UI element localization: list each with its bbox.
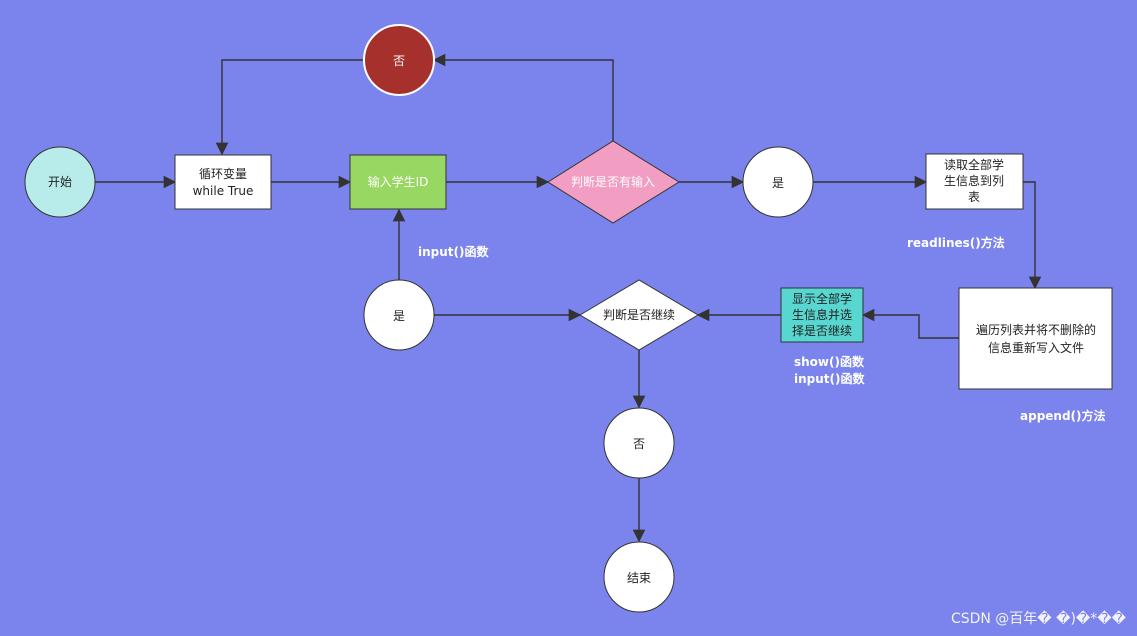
start-circle xyxy=(24,146,96,218)
traverse-node[interactable]: 遍历列表并将不删除的 信息重新写入文件 xyxy=(958,287,1113,390)
input-label: 输入学生ID xyxy=(368,174,429,189)
judge-input-node[interactable]: 判断是否有输入 xyxy=(547,140,680,224)
judge-continue-node[interactable]: 判断是否继续 xyxy=(579,279,699,351)
judge-input-diamond xyxy=(547,140,680,224)
loop-node[interactable]: 循环变量 while True xyxy=(174,154,272,210)
loop-box xyxy=(174,154,272,210)
traverse-label-2: 信息重新写入文件 xyxy=(988,340,1084,355)
note-input-func-2: input()函数 xyxy=(794,371,865,386)
show-label-2: 生信息并选 xyxy=(792,307,852,322)
loop-label-2: while True xyxy=(193,184,254,198)
edge-no-to-loop xyxy=(215,59,363,156)
show-node[interactable]: 显示全部学 生信息并选 择是否继续 xyxy=(780,287,864,343)
yes-right-node[interactable]: 是 xyxy=(742,146,814,218)
traverse-box xyxy=(958,287,1113,390)
edge-judge-to-no xyxy=(432,53,614,141)
edge-read-to-traverse xyxy=(1023,181,1042,290)
note-input-func: input()函数 xyxy=(418,244,489,259)
end-label: 结束 xyxy=(627,571,651,585)
input-node[interactable]: 输入学生ID xyxy=(349,154,447,210)
read-box xyxy=(925,153,1024,210)
judge-continue-label: 判断是否继续 xyxy=(603,307,675,322)
start-label: 开始 xyxy=(48,175,72,189)
no-top-node[interactable]: 否 xyxy=(363,24,435,96)
traverse-label-1: 遍历列表并将不删除的 xyxy=(976,322,1096,337)
no-bottom-circle xyxy=(603,407,675,479)
no-bottom-label: 否 xyxy=(633,437,645,451)
no-bottom-node[interactable]: 否 xyxy=(603,407,675,479)
no-top-circle xyxy=(363,24,435,96)
yes-left-node[interactable]: 是 xyxy=(363,279,435,351)
yes-left-label: 是 xyxy=(393,309,405,323)
no-top-label: 否 xyxy=(393,54,405,68)
read-label-2: 生信息到列 xyxy=(944,173,1004,188)
yes-right-circle xyxy=(742,146,814,218)
watermark: CSDN @百年� �)�*�� xyxy=(951,610,1127,627)
end-node[interactable]: 结束 xyxy=(603,541,675,613)
start-node[interactable]: 开始 xyxy=(24,146,96,218)
edge-traverse-to-show xyxy=(861,308,959,339)
loop-label-1: 循环变量 xyxy=(199,166,247,181)
yes-left-circle xyxy=(363,279,435,351)
read-node[interactable]: 读取全部学 生信息到列 表 xyxy=(925,153,1024,210)
input-box xyxy=(349,154,447,210)
yes-right-label: 是 xyxy=(772,176,784,190)
note-show-func: show()函数 xyxy=(794,354,865,369)
judge-input-label: 判断是否有输入 xyxy=(571,174,655,189)
note-readlines: readlines()方法 xyxy=(907,235,1005,250)
end-circle xyxy=(603,541,675,613)
show-label-1: 显示全部学 xyxy=(792,291,852,306)
edges xyxy=(95,53,1042,543)
read-label-3: 表 xyxy=(968,190,980,204)
show-label-3: 择是否继续 xyxy=(792,324,852,338)
show-box xyxy=(780,287,864,343)
judge-continue-diamond xyxy=(579,279,699,351)
note-append: append()方法 xyxy=(1020,408,1106,423)
read-label-1: 读取全部学 xyxy=(944,157,1004,172)
